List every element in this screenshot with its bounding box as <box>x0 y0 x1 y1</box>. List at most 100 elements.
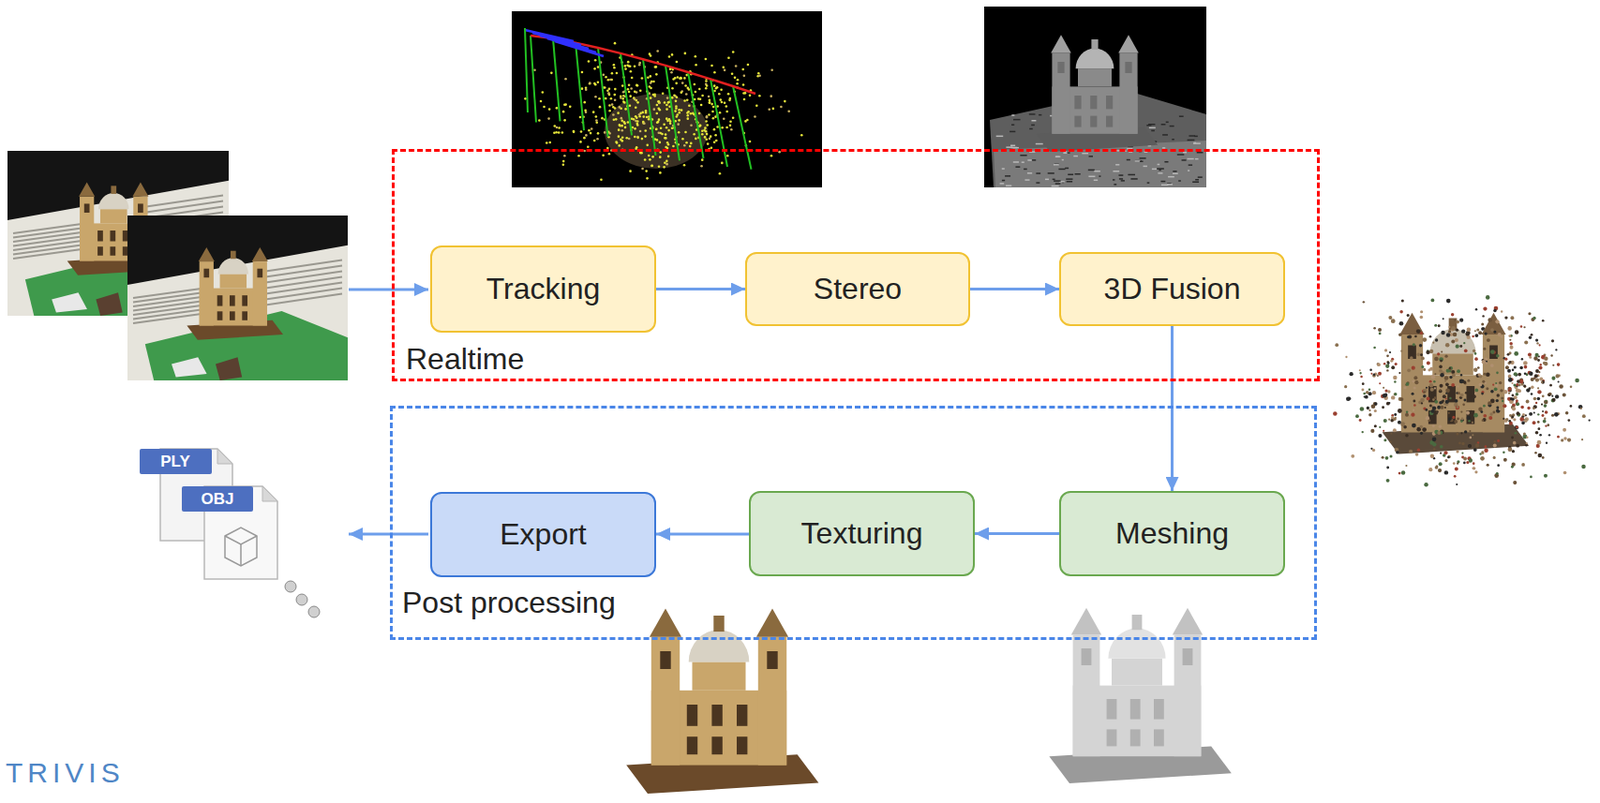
map-point <box>701 94 704 98</box>
cloud-point <box>1490 328 1495 332</box>
cloud-point <box>1445 343 1451 348</box>
cloud-point <box>1495 399 1499 403</box>
map-point <box>611 103 614 106</box>
map-point <box>732 50 735 54</box>
map-point <box>708 101 712 105</box>
cloud-point <box>1440 330 1445 335</box>
cloud-point <box>1445 400 1450 404</box>
building-model <box>1036 34 1159 152</box>
map-point <box>628 104 632 107</box>
cloud-point <box>1412 400 1416 404</box>
cloud-point <box>1471 433 1474 436</box>
depth-speckle <box>1130 178 1137 180</box>
cloud-point <box>1570 385 1573 389</box>
camera-frustum <box>732 86 752 170</box>
map-point <box>583 136 586 140</box>
map-point <box>743 74 747 78</box>
depth-speckle <box>1088 169 1095 172</box>
depth-speckle <box>1038 114 1042 117</box>
map-point <box>641 137 644 141</box>
cloud-point <box>1552 364 1555 367</box>
depth-speckle <box>1011 114 1015 117</box>
map-point <box>675 115 679 119</box>
map-point <box>720 162 724 165</box>
cloud-point <box>1355 414 1360 419</box>
cloud-point <box>1433 380 1436 384</box>
cloud-point <box>1510 436 1514 440</box>
cloud-point <box>1382 393 1388 399</box>
map-point <box>657 164 661 168</box>
cloud-point <box>1439 451 1442 454</box>
cloud-point <box>1446 332 1451 337</box>
cloud-point <box>1360 375 1362 378</box>
map-point <box>692 133 696 136</box>
cloud-point <box>1368 388 1372 391</box>
map-point <box>628 83 631 87</box>
cloud-point <box>1411 423 1417 429</box>
cloud-point <box>1500 310 1503 313</box>
map-point <box>725 110 729 114</box>
cloud-point <box>1381 456 1385 460</box>
map-point <box>741 68 745 72</box>
cloud-point <box>1557 380 1560 383</box>
depth-speckle <box>1127 174 1136 177</box>
model-spire <box>1172 608 1203 636</box>
map-point <box>595 115 599 119</box>
model-window <box>1153 699 1165 720</box>
depth-speckle <box>1187 139 1196 142</box>
cloud-point <box>1376 362 1381 367</box>
cloud-point <box>1392 375 1397 380</box>
depth-speckle <box>1177 153 1185 156</box>
map-point <box>671 126 674 130</box>
cloud-point <box>1453 419 1458 424</box>
map-point <box>699 97 703 101</box>
cloud-point <box>1567 438 1571 443</box>
newspaper-print <box>264 271 343 284</box>
cloud-point <box>1508 374 1511 378</box>
depth-speckle <box>1157 172 1163 175</box>
cloud-point <box>1513 351 1519 357</box>
map-point <box>719 88 723 91</box>
map-point <box>628 169 632 173</box>
cloud-point <box>1459 379 1465 385</box>
cloud-point <box>1537 413 1540 416</box>
cloud-point <box>1474 333 1479 338</box>
cloud-point <box>1430 388 1435 392</box>
cloud-point <box>1383 418 1388 423</box>
cube-icon <box>224 527 257 567</box>
cloud-point <box>1543 474 1548 479</box>
map-point <box>613 42 617 45</box>
process-box: Stereo <box>745 252 971 327</box>
cloud-point <box>1477 373 1481 376</box>
cloud-point <box>1438 357 1444 362</box>
model-tower <box>651 637 680 766</box>
model-spire <box>252 247 269 262</box>
cloud-point <box>1422 394 1427 399</box>
cloud-point <box>1390 433 1392 435</box>
cloud-point <box>1567 418 1571 422</box>
map-point <box>705 115 709 119</box>
map-point <box>707 113 711 117</box>
cloud-point <box>1397 420 1402 425</box>
cloud-point <box>1422 390 1426 394</box>
cloud-point <box>1508 374 1511 378</box>
map-point <box>623 122 627 126</box>
cloud-point <box>1492 384 1495 387</box>
map-point <box>608 152 612 156</box>
cloud-point <box>1464 349 1468 354</box>
map-point <box>713 71 717 75</box>
map-point <box>718 98 722 102</box>
map-point <box>665 117 669 120</box>
region-title: Post processing <box>402 585 616 621</box>
cloud-point <box>1530 377 1535 382</box>
cloud-point <box>1411 366 1416 371</box>
cloud-point <box>1406 314 1410 317</box>
model-window <box>1057 61 1064 74</box>
cloud-point <box>1450 340 1455 344</box>
cloud-point <box>1480 322 1484 326</box>
map-point <box>649 96 653 100</box>
cloud-point <box>1412 343 1416 346</box>
cloud-point <box>1513 365 1517 369</box>
cloud-point <box>1540 403 1543 405</box>
map-point <box>720 101 724 105</box>
